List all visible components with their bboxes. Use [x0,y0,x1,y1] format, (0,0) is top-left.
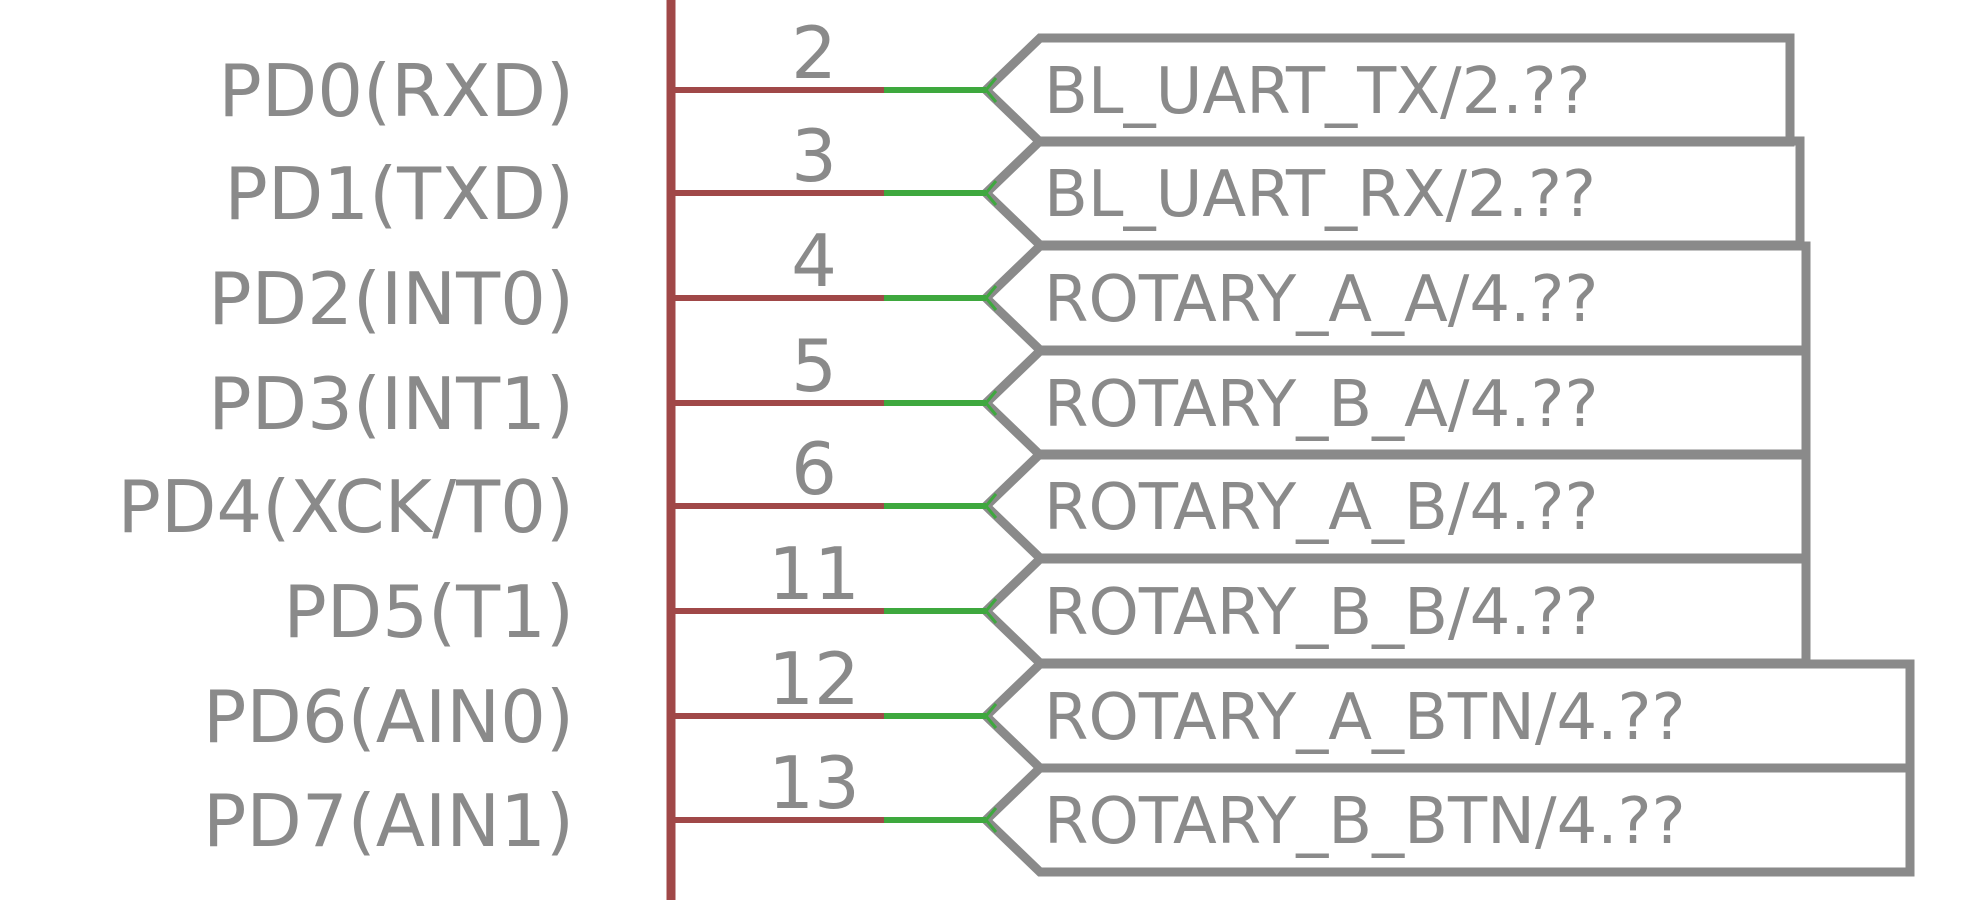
pin-name: PD1(TXD) [224,152,574,236]
net-label: ROTARY_B_B/4.?? [1044,576,1599,650]
wire-endpoint-marker [984,285,998,311]
pin-number: 11 [768,532,860,616]
net-label: BL_UART_TX/2.?? [1044,55,1591,129]
pin-number: 3 [791,114,837,198]
net-label-outline[interactable] [979,659,1915,773]
pin-name: PD6(AIN0) [203,675,574,759]
pin-number: 12 [768,637,860,721]
net-label: ROTARY_A_B/4.?? [1044,471,1598,545]
pin-name: PD2(INT0) [208,257,574,341]
net-label: ROTARY_B_A/4.?? [1044,368,1598,442]
net-label-outline[interactable] [979,33,1795,147]
wire-endpoint-marker [984,180,998,206]
net-label: BL_UART_RX/2.?? [1044,158,1596,232]
wire-endpoint-marker [984,77,998,103]
net-label-outline[interactable] [979,554,1811,668]
net-label-outline[interactable] [979,346,1811,460]
wire-endpoint-marker [984,390,998,416]
pin-number: 13 [768,741,860,825]
pin-name: PD5(T1) [283,570,574,654]
pin-name: PD7(AIN1) [203,779,574,863]
pin-name: PD3(INT1) [208,362,574,446]
pin-number: 5 [791,324,837,408]
wire-endpoint-marker [984,598,998,624]
net-label-outline[interactable] [979,241,1811,355]
pin-number: 2 [791,11,837,95]
net-label-outline[interactable] [979,449,1811,563]
net-label: ROTARY_A_BTN/4.?? [1044,681,1685,755]
wire-endpoint-marker [984,493,998,519]
wire-endpoint-marker [984,807,998,833]
pin-name: PD4(XCK/T0) [118,465,574,549]
net-label-outline[interactable] [979,763,1915,877]
net-label-outline[interactable] [979,136,1805,250]
pin-number: 6 [791,427,837,511]
net-label: ROTARY_A_A/4.?? [1044,263,1598,337]
wire-endpoint-marker [984,703,998,729]
pin-name: PD0(RXD) [218,49,574,133]
net-label: ROTARY_B_BTN/4.?? [1044,785,1686,859]
pin-number: 4 [791,219,837,303]
